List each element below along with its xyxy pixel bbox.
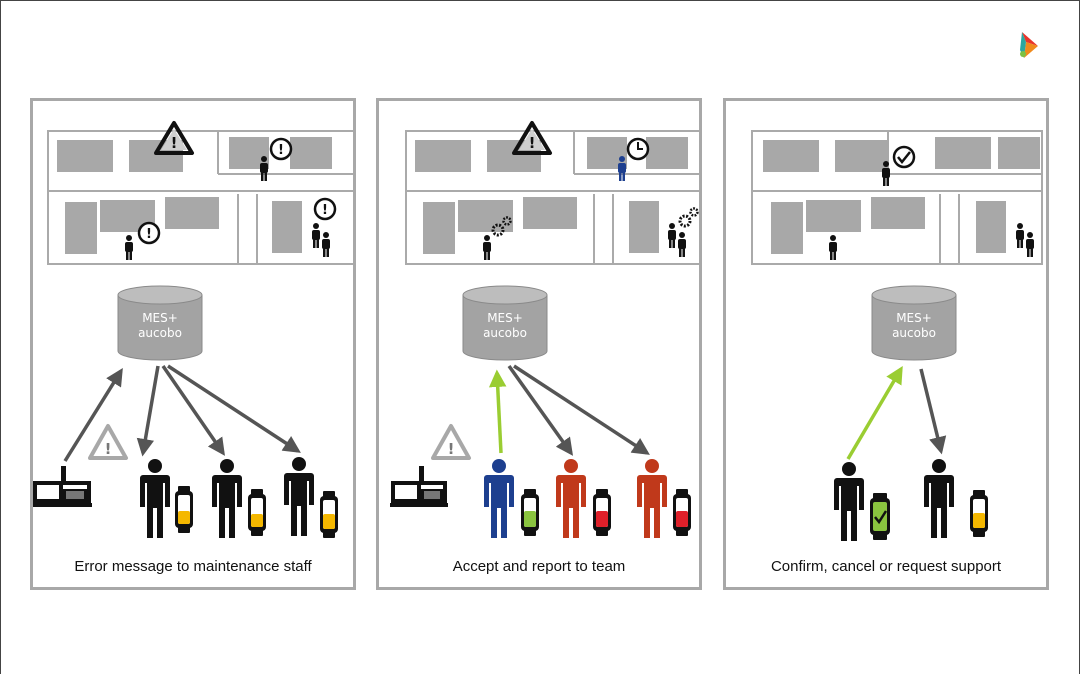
person-icon [284,457,314,536]
smartwatch-icon [248,489,266,536]
warning-triangle-icon: ! [431,424,471,460]
svg-text:!: ! [529,134,536,152]
smartwatch-icon [870,493,890,540]
warning-triangle-icon: ! [512,121,552,155]
person-icon [212,459,242,538]
person-icon [484,459,514,538]
checkmark-circle-icon [892,145,916,169]
floor-plan [47,130,353,265]
arrows [846,365,947,460]
brand-logo-icon [1020,32,1038,58]
db-label-line1: MES+ [142,311,178,325]
person-icon [882,161,890,186]
smartwatch-icon [593,489,611,536]
person-icon [140,459,170,538]
arrows [63,364,301,462]
exclamation-circle-icon: ! [137,221,161,245]
person-icon [829,235,837,260]
clock-icon [626,137,650,161]
person-icon [1016,223,1034,257]
database-icon: MES+ aucobo [871,285,957,361]
person-icon [312,223,330,257]
svg-text:!: ! [322,203,328,218]
svg-text:!: ! [448,440,455,458]
smartwatch-icon [320,491,338,538]
machine-icon [33,466,92,507]
person-icon [260,156,268,181]
svg-text:!: ! [105,440,112,458]
panel-accept-report: ! MES+ aucobo [376,98,702,590]
person-icon [637,459,667,538]
db-label-line1: MES+ [896,311,932,325]
machine-icon [390,466,448,507]
svg-text:!: ! [146,227,152,242]
db-label-line2: aucobo [138,326,182,340]
panel-caption: Accept and report to team [452,558,626,575]
database-icon: MES+ aucobo [117,285,203,361]
arrows [488,364,650,456]
person-icon [834,462,864,541]
person-icon [556,459,586,538]
person-icon [668,223,686,257]
panel-caption: Confirm, cancel or request support [770,558,1002,575]
gears-icon [491,216,512,237]
db-label-line1: MES+ [487,311,523,325]
database-icon: MES+ aucobo [462,285,548,361]
svg-text:!: ! [278,143,284,158]
person-icon [924,459,954,538]
floor-plan [405,130,699,265]
panel-confirm-cancel: MES+ aucobo Confirm, c [723,98,1049,590]
smartwatch-icon [673,489,691,536]
person-icon [483,235,491,260]
svg-text:!: ! [171,134,178,152]
panel-caption: Error message to maintenance staff [74,558,312,575]
db-label-line2: aucobo [483,326,527,340]
person-icon [618,156,626,181]
smartwatch-icon [175,486,193,533]
warning-triangle-icon: ! [154,121,194,155]
smartwatch-icon [521,489,539,536]
smartwatch-icon [970,490,988,537]
exclamation-circle-icon: ! [313,197,337,221]
db-label-line2: aucobo [892,326,936,340]
gears-icon [678,207,699,228]
exclamation-circle-icon: ! [269,137,293,161]
person-icon [125,235,133,260]
panel-error-message: ! ! ! ! MES+ aucobo [30,98,356,590]
warning-triangle-icon: ! [88,424,128,460]
